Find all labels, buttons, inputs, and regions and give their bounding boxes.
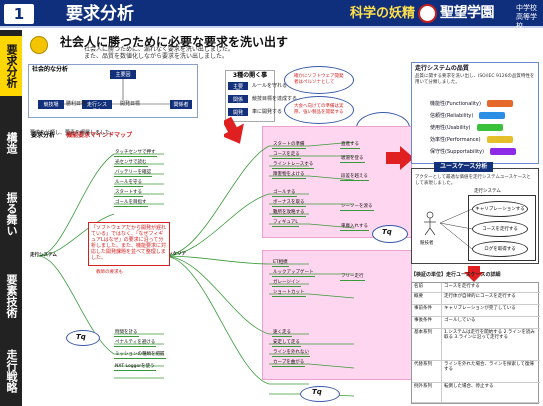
sidebar: 要求分析 構造 振る舞い 要素技術 走行戦略 [0,30,22,406]
quality-item: 機能性(Functionality) [430,100,513,107]
sidebar-tab-technology[interactable]: 要素技術 [5,274,18,318]
mindmap-lines [37,141,355,397]
table-title: 【検証の単位】走行ユースケースの詳細 [411,272,501,278]
intro-heading: 社会人に勝つために必要な要求を洗い出す [60,35,289,49]
slide-number: 1 [4,4,34,24]
table-cell-value: 転倒した場合、停止する [444,384,494,389]
page-title: 要求分析 [66,4,134,24]
table-cell-key: 事後条件 [412,317,442,328]
note-cloud-2 [284,96,354,124]
school-emblem-icon [418,4,437,23]
box-system: 走行システム [82,100,112,114]
quality-item-label: 使用性(Usability) [430,124,471,131]
sidebar-tab-behavior[interactable]: 振る舞い [5,192,18,236]
tq-cloud-3 [300,386,340,402]
quality-item: 保守性(Supportability) [430,148,516,155]
arrow-down-icon [464,266,484,282]
usecase-table: 名前コースを走行する概要走行体が自律的にコースを走行する事前条件キャリブレーショ… [411,282,540,404]
requirement-panel: 社会的な分析 [28,64,198,118]
table-cell-value: キャリブレーションが完了している [444,306,516,311]
arrow-right-icon [386,146,414,170]
quality-item-label: 信頼性(Reliability) [430,112,474,119]
left-panel-title: 要求分析 機能要求マインドマップ [28,122,228,139]
table-row: 代替系列ラインを外れた場合、ラインを探索して復帰する [412,361,540,383]
usecase-panel: ユースケース分析 アクターとして最適な価値を走行システムユースケースとして表現し… [411,162,539,264]
system-boundary [468,195,536,261]
table-row: 事前条件キャリブレーションが完了している [412,305,540,317]
quality-color-swatch [486,100,513,107]
sidebar-tab-requirements[interactable]: 要求分析 [0,36,22,96]
usecase-title: ユースケース分析 [434,162,494,172]
requirement-connectors [64,79,170,105]
quality-color-swatch [476,124,503,131]
table-cell-value: ゴールしている [444,318,476,323]
quality-color-swatch [486,136,513,143]
left-panel-desc: 要求を分類し、要素を網羅しました。 [30,130,116,136]
table-cell-value: コースを走行する [444,284,480,289]
mindmap-center: 走行システム [30,253,57,258]
sidebar-tab-structure[interactable]: 構造 [5,132,18,154]
mindmap-region-2 [262,250,412,380]
table-cell-key: 事前条件 [412,305,442,316]
box-venue: 競技場 [38,100,64,109]
school-type: 中学校 高等学校 [516,4,537,30]
actor-icon [424,211,436,236]
table-cell-key: 名前 [412,283,442,292]
table-cell-key: 例外系列 [412,383,442,402]
note-cloud-1 [284,66,354,94]
table-cell-key: 概要 [412,293,442,304]
mindmap-region-1 [262,126,412,238]
quality-item: 信頼性(Reliability) [430,112,506,119]
quality-color-swatch [490,148,516,155]
table-cell-value: ラインを外れた場合、ラインを探索して復帰する [444,362,534,372]
tq-cloud-2 [372,225,408,243]
quality-item: 使用性(Usability) [430,124,503,131]
table-row: 例外系列転倒した場合、停止する [412,383,540,403]
quality-item-label: 機能性(Functionality) [430,100,481,107]
quality-color-swatch [479,112,506,119]
quality-item: 効率性(Performance) [430,136,513,143]
table-cell-key: 代替系列 [412,361,442,382]
table-cell-value: 1.システムは走行を開始する 2.ラインを読み取る 3.ラインに沿って走行する [444,330,535,340]
table-cell-value: 走行体が自律的にコースを走行する [444,294,516,299]
quality-item-label: 効率性(Performance) [430,136,481,143]
team-name: 科学の妖精 [350,6,416,21]
teacher-note: 教師の要求も [96,270,123,275]
box-stakeholders: 関係者 [170,100,192,109]
table-row: 名前コースを走行する [412,283,540,293]
sidebar-tab-strategy[interactable]: 走行戦略 [5,349,18,393]
intro-text: 社会人に勝つために、漏れなく要求を洗い出しました。 また、品質を数値化しながら要… [84,46,234,60]
school-name: 聖望学園 [440,5,495,21]
usecase-links [440,209,472,249]
quality-item-label: 保守性(Supportability) [430,148,484,155]
table-row: 概要走行体が自律的にコースを走行する [412,293,540,305]
table-row: 事後条件ゴールしている [412,317,540,329]
requirement-panel-title: 社会的な分析 [32,66,69,73]
arrow-down-right-icon [224,116,244,144]
tag-developers: 開発者 [228,108,248,122]
tag-main: 主要因 [228,82,248,96]
lightbulb-icon [30,36,48,54]
box-main-factor: 主要因 [110,70,136,79]
school-logo: 聖望学園 中学校 高等学校 [418,3,540,30]
tag-stakeholders: 関係者 [228,95,248,109]
tq-cloud-1 [66,330,100,346]
callout-box: 「ソフトウェアだから開発が遅れている」ではなく、「なぜフィギュアLはなぜ」の要求… [88,222,170,266]
header-bar: 1 要求分析 科学の妖精 聖望学園 中学校 高等学校 [0,0,543,30]
table-cell-key: 基本系列 [412,329,442,360]
